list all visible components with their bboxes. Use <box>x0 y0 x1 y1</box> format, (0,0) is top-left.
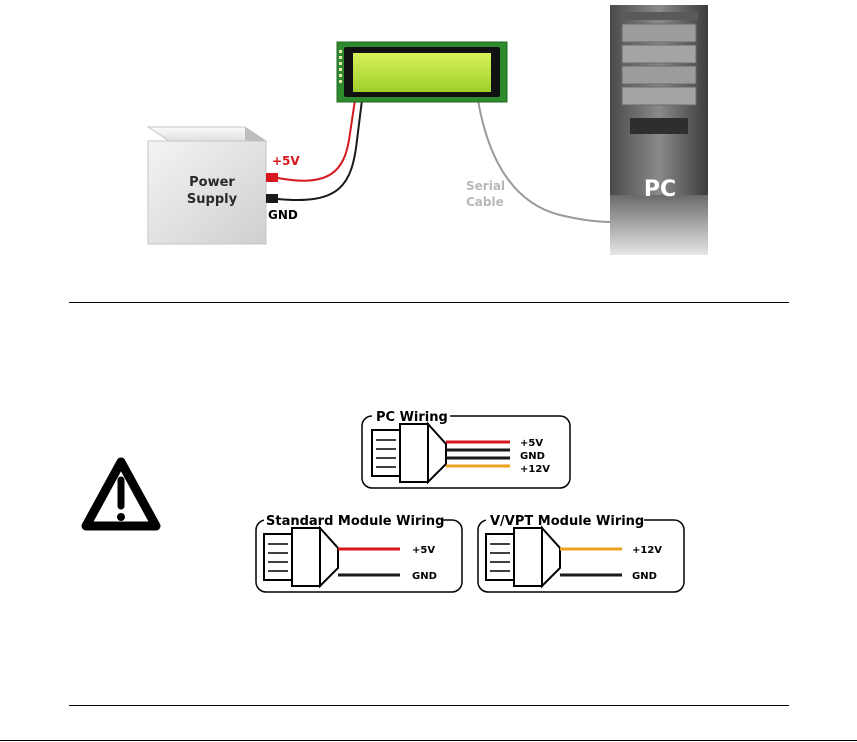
gnd-label: GND <box>268 208 298 222</box>
lcd-module <box>336 41 508 103</box>
black-ground-wire <box>277 99 363 201</box>
power-supply-label-line2: Supply <box>187 192 238 207</box>
standard-wiring-label-gnd: GND <box>412 571 437 582</box>
standard-wiring-label-plus5v: +5V <box>412 545 435 556</box>
pc-tower: PC <box>610 5 708 255</box>
serial-label-line2: Cable <box>466 195 504 209</box>
plus5v-terminal <box>266 173 278 182</box>
pc-wiring-label-gnd: GND <box>520 451 545 462</box>
standard-module-wiring-panel: Standard Module Wiring +5V GND <box>255 512 463 593</box>
standard-wiring-title: Standard Module Wiring <box>266 514 444 529</box>
vpt-wiring-label-plus12v: +12V <box>632 545 662 556</box>
pc-wiring-label-plus5v: +5V <box>520 438 543 449</box>
page-bottom-border <box>0 740 857 741</box>
pc-wiring-panel: PC Wiring +5V GND +12V <box>361 408 571 489</box>
connection-diagram: Power Supply +5V GND Serial Cable PC <box>146 5 708 255</box>
section-divider-bottom <box>69 705 789 706</box>
section-divider-top <box>69 302 789 303</box>
warning-icon <box>81 457 161 531</box>
serial-cable <box>477 99 613 223</box>
pc-wiring-label-plus12v: +12V <box>520 464 550 475</box>
pc-label: PC <box>644 177 676 202</box>
vpt-wiring-title: V/VPT Module Wiring <box>490 514 644 529</box>
vpt-wiring-label-gnd: GND <box>632 571 657 582</box>
power-supply-label-line1: Power <box>189 175 235 190</box>
red-power-wire <box>277 99 356 182</box>
gnd-terminal <box>266 194 278 203</box>
power-supply-box: Power Supply <box>146 126 268 245</box>
serial-label-line1: Serial <box>466 179 505 193</box>
plus5v-label: +5V <box>272 154 300 168</box>
wiring-diagrams: PC Wiring +5V GND +12V Standard Module W… <box>255 408 685 593</box>
pc-wiring-title: PC Wiring <box>376 410 448 425</box>
vpt-module-wiring-panel: V/VPT Module Wiring +12V GND <box>477 512 685 593</box>
